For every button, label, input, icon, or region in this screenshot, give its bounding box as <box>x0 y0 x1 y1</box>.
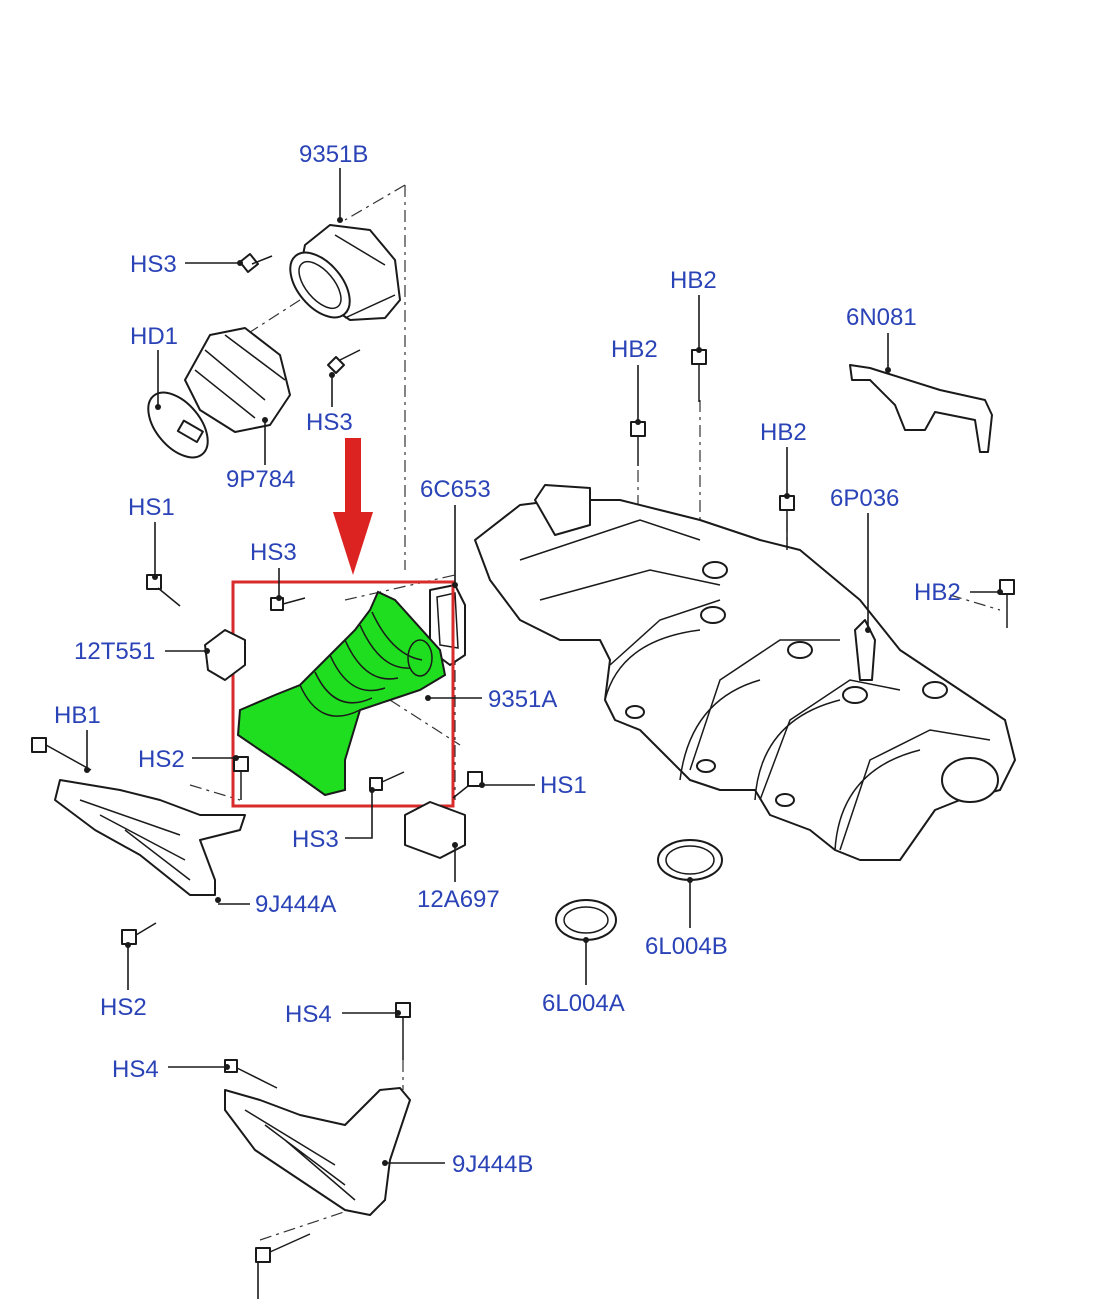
label-9351a: 9351A <box>488 686 557 713</box>
label-9351b: 9351B <box>299 141 368 168</box>
label-6n081: 6N081 <box>846 304 917 331</box>
fasteners <box>31 253 1015 1263</box>
label-hb2-b: HB2 <box>611 336 658 363</box>
label-9j444b: 9J444B <box>452 1151 533 1178</box>
label-6l004b: 6L004B <box>645 933 728 960</box>
label-hs3-bottom: HS3 <box>292 826 339 853</box>
label-6p036: 6P036 <box>830 485 899 512</box>
label-9p784: 9P784 <box>226 466 295 493</box>
part-9j444b-bracket <box>224 1087 411 1216</box>
part-9351b-adapter <box>289 224 401 321</box>
label-hs2-bottom: HS2 <box>100 994 147 1021</box>
label-9j444a: 9J444A <box>255 891 336 918</box>
part-9j444a-bracket <box>54 779 246 896</box>
leader-lines <box>84 168 1003 1299</box>
label-hb1: HB1 <box>54 702 101 729</box>
label-12a697: 12A697 <box>417 886 500 913</box>
label-hs4-left: HS4 <box>112 1056 159 1083</box>
label-hb2-d: HB2 <box>914 579 961 606</box>
part-6l004a-seal <box>555 899 617 941</box>
label-6l004a: 6L004A <box>542 990 625 1017</box>
label-hs1-left: HS1 <box>128 494 175 521</box>
label-hs3-top: HS3 <box>130 251 177 278</box>
arrow-pointer <box>333 438 373 575</box>
label-hb2-c: HB2 <box>760 419 807 446</box>
label-hs3-mid: HS3 <box>306 409 353 436</box>
part-6l004b-seal <box>657 839 723 881</box>
label-hs3-box: HS3 <box>250 539 297 566</box>
label-hs1-right: HS1 <box>540 772 587 799</box>
highlight-box <box>231 580 455 808</box>
part-6p036-manifold <box>474 484 1016 861</box>
part-labels: 9351B HS3 HD1 HS3 9P784 HB2 HB2 6N081 HB… <box>54 141 961 1178</box>
label-6c653: 6C653 <box>420 476 491 503</box>
part-9351a-hose-highlighted <box>236 590 447 797</box>
part-6n081-bracket <box>849 364 993 453</box>
part-9p784-duct <box>147 327 291 459</box>
label-hd1: HD1 <box>130 323 178 350</box>
label-12t551: 12T551 <box>74 638 155 665</box>
label-hs2-top: HS2 <box>138 746 185 773</box>
label-hb2-a: HB2 <box>670 267 717 294</box>
label-hs4-top: HS4 <box>285 1001 332 1028</box>
